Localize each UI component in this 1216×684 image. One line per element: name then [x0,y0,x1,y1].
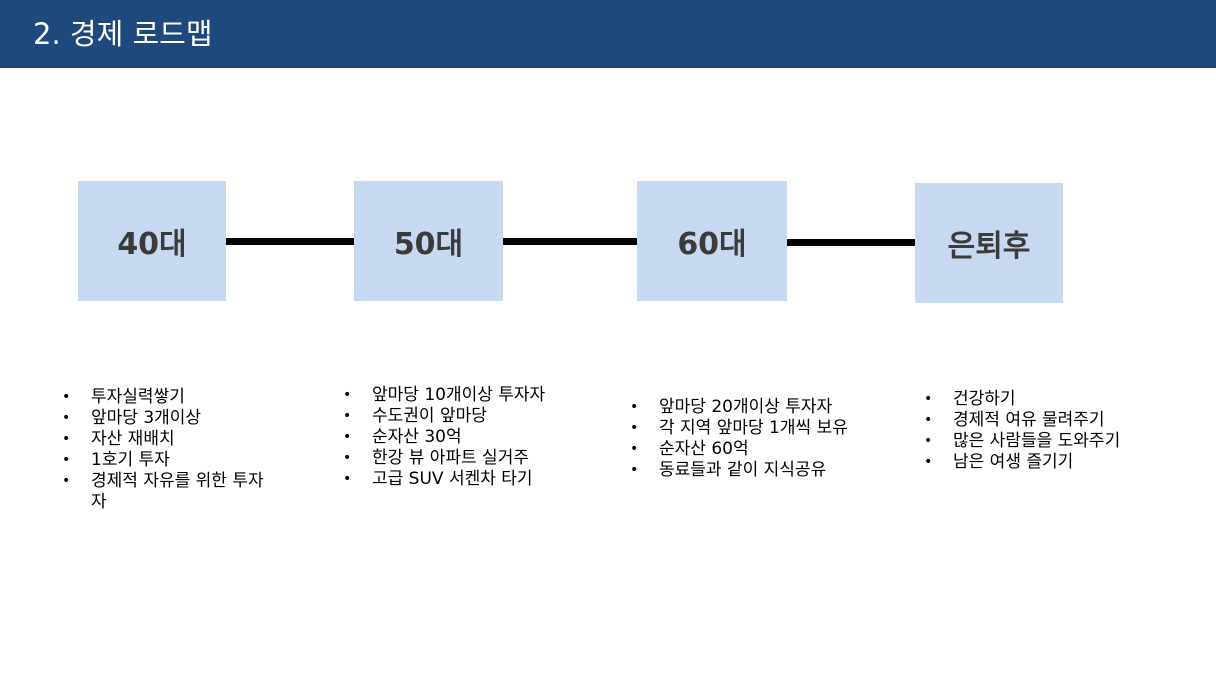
list-item: 각 지역 앞마당 1개씩 보유 [630,418,900,439]
list-item: 건강하기 [924,389,1184,410]
stage-label-60s: 60대 [677,227,747,262]
list-item: 남은 여생 즐기기 [924,452,1184,473]
stage-label-retirement: 은퇴후 [947,229,1031,264]
goal-list-50s: 앞마당 10개이상 투자자 수도권이 앞마당 순자산 30억 한강 뷰 아파트 … [343,385,603,490]
connector-40-50 [224,238,356,245]
list-item: 순자산 30억 [343,427,603,448]
connector-60-retire [785,239,917,246]
stage-box-40s: 40대 [78,181,226,301]
list-item: 순자산 60억 [630,439,900,460]
connector-50-60 [501,238,639,245]
page-title: 2. 경제 로드맵 [33,17,213,51]
list-item: 경제적 자유를 위한 투자자 [62,471,277,513]
list-item: 투자실력쌓기 [62,387,277,408]
list-item: 1호기 투자 [62,450,277,471]
stage-label-40s: 40대 [117,227,187,262]
goal-list-retirement: 건강하기 경제적 여유 물려주기 많은 사람들을 도와주기 남은 여생 즐기기 [924,389,1184,473]
list-item: 앞마당 3개이상 [62,408,277,429]
list-item: 자산 재배치 [62,429,277,450]
list-item: 한강 뷰 아파트 실거주 [343,448,603,469]
list-item: 수도권이 앞마당 [343,406,603,427]
list-item: 동료들과 같이 지식공유 [630,460,900,481]
list-item: 앞마당 20개이상 투자자 [630,397,900,418]
stage-label-50s: 50대 [393,227,464,262]
stage-box-50s: 50대 [354,181,503,301]
list-item: 앞마당 10개이상 투자자 [343,385,603,406]
list-item: 많은 사람들을 도와주기 [924,431,1184,452]
title-bar: 2. 경제 로드맵 [0,0,1216,68]
stage-box-60s: 60대 [637,181,787,301]
list-item: 경제적 여유 물려주기 [924,410,1184,431]
goal-list-60s: 앞마당 20개이상 투자자 각 지역 앞마당 1개씩 보유 순자산 60억 동료… [630,397,900,481]
goal-list-40s: 투자실력쌓기 앞마당 3개이상 자산 재배치 1호기 투자 경제적 자유를 위한… [62,387,277,513]
stage-box-retirement: 은퇴후 [915,183,1063,303]
list-item: 고급 SUV 서켄차 타기 [343,469,603,490]
